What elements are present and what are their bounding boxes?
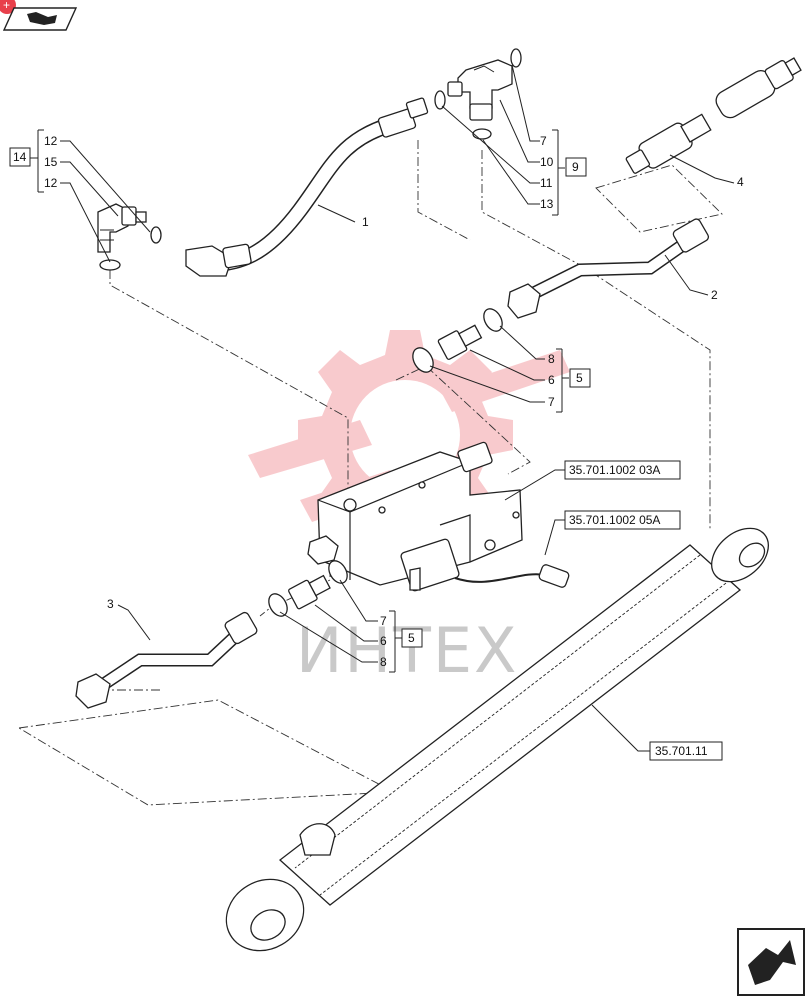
part-2-rigid-tube (507, 218, 710, 319)
next-page-arrow-icon[interactable] (737, 928, 805, 996)
part-9-tee-fitting (434, 48, 522, 140)
reference-valve-b-label: 35.701.1002 05A (569, 513, 660, 527)
callout-4: 4 (737, 175, 744, 189)
callout-1: 1 (362, 215, 369, 229)
callout-14-a: 12 (44, 134, 58, 148)
group-5-top-label: 5 (576, 371, 583, 385)
callout-14-c: 12 (44, 176, 58, 190)
part-3-rigid-tube (75, 611, 258, 709)
part-5-top-adapter (412, 308, 503, 373)
callout-9-b: 10 (540, 155, 554, 169)
callout-5-top-c: 7 (548, 395, 555, 409)
header-badge[interactable] (0, 0, 16, 14)
group-5-bottom-label: 5 (408, 631, 415, 645)
callout-5-top-a: 8 (548, 352, 555, 366)
callout-5-top-b: 6 (548, 373, 555, 387)
watermark-text: ИНТЕХ (296, 614, 519, 687)
callout-9-d: 13 (540, 197, 554, 211)
callout-5-bottom-a: 7 (380, 614, 387, 628)
header-badge-label: + (3, 0, 10, 12)
hydraulic-cylinder (225, 527, 769, 952)
part-4-quick-coupler (625, 57, 802, 174)
callout-3: 3 (107, 597, 114, 611)
part-1-hose (185, 97, 429, 277)
callout-5-bottom-b: 6 (380, 634, 387, 648)
group-5-top-box (569, 368, 591, 388)
book-flip-icon[interactable] (2, 7, 78, 31)
reference-link-cylinder[interactable]: 35.701.11 (649, 741, 723, 761)
part-5-bottom-adapter (268, 560, 348, 617)
reference-link-valve-b[interactable]: 35.701.1002 05A (564, 510, 681, 530)
group-9-label: 9 (572, 160, 579, 174)
reference-link-valve-a[interactable]: 35.701.1002 03A (564, 460, 681, 480)
reference-valve-a-label: 35.701.1002 03A (569, 463, 660, 477)
callout-9-c: 11 (540, 176, 553, 190)
callout-5-bottom-c: 8 (380, 655, 387, 669)
group-9-box (565, 157, 587, 177)
group-14-label: 14 (13, 150, 27, 164)
leader-lines (30, 64, 735, 752)
group-14-box (9, 147, 31, 167)
part-14-elbow-fitting (97, 203, 162, 271)
callout-2: 2 (711, 288, 718, 302)
callout-14-b: 15 (44, 155, 58, 169)
reference-cylinder-label: 35.701.11 (655, 744, 708, 758)
control-valve-block (307, 441, 570, 592)
group-5-bottom-box (401, 628, 423, 648)
callout-9-a: 7 (540, 134, 547, 148)
